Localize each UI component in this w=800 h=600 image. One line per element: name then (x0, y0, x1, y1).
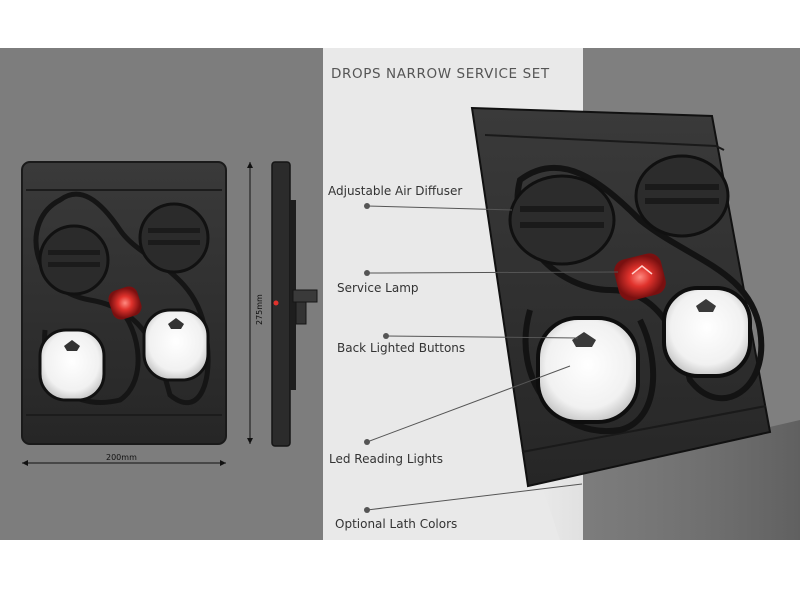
width-dimension-label: 200mm (106, 453, 137, 462)
air-diffuser-icon (38, 224, 110, 296)
height-dimension-label: 275mm (255, 294, 264, 325)
callout-adjustable-air-diffuser: Adjustable Air Diffuser (328, 184, 463, 198)
reading-light-icon (38, 328, 106, 402)
service-lamp-icon (614, 253, 666, 301)
callout-service-lamp: Service Lamp (337, 281, 419, 295)
reading-light-icon (662, 286, 752, 378)
service-lamp-icon (108, 286, 142, 320)
air-diffuser-icon (508, 174, 616, 266)
side-view-panel (271, 161, 318, 447)
page-title: DROPS NARROW SERVICE SET (331, 66, 550, 82)
perspective-view-panel (470, 106, 800, 540)
height-dimension-line (247, 162, 253, 444)
reading-light-icon (536, 316, 640, 424)
callout-optional-lath-colors: Optional Lath Colors (335, 517, 458, 531)
reading-light-icon (142, 308, 210, 382)
air-diffuser-icon (634, 154, 730, 238)
front-view-panel (21, 161, 227, 445)
air-diffuser-icon (138, 202, 210, 274)
callout-led-reading-lights: Led Reading Lights (329, 452, 444, 466)
width-dimension-line (22, 460, 226, 466)
callout-leaders (364, 203, 619, 513)
callout-back-lighted-buttons: Back Lighted Buttons (337, 341, 466, 355)
